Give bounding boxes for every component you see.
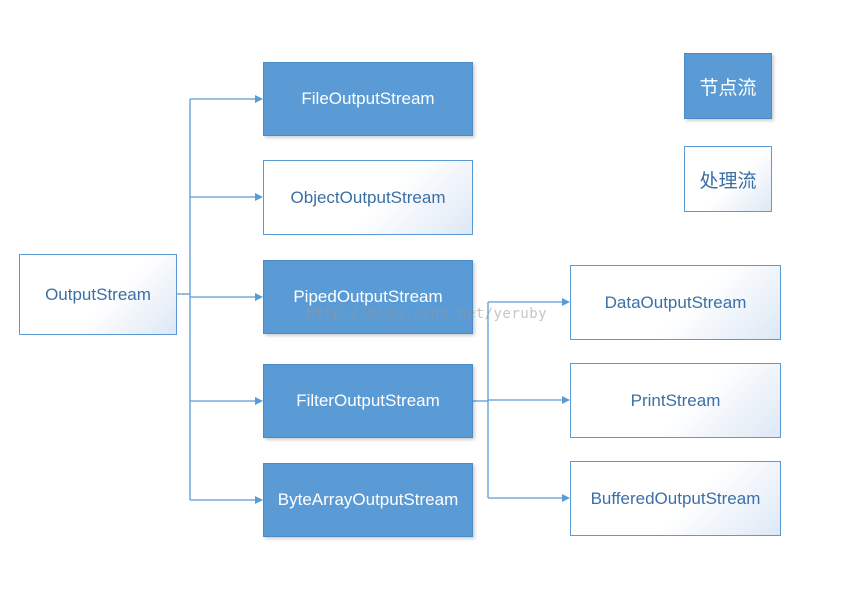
buffered-output-stream-label: BufferedOutputStream [590,488,761,508]
object-output-stream-box: ObjectOutputStream [263,160,473,235]
legend-processing-stream: 处理流 [684,146,772,212]
output-stream-box: OutputStream [19,254,177,335]
legend-processing-stream-label: 处理流 [699,170,757,192]
file-output-stream-box: FileOutputStream [263,62,473,136]
output-stream-label: OutputStream [45,284,151,304]
print-stream-label: PrintStream [630,390,721,410]
data-output-stream-label: DataOutputStream [604,292,747,312]
object-output-stream-label: ObjectOutputStream [290,187,446,207]
buffered-output-stream-box: BufferedOutputStream [570,461,781,536]
legend-node-stream: 节点流 [684,53,772,119]
piped-output-stream-label: PipedOutputStream [293,287,443,306]
legend-node-stream-label: 节点流 [699,77,757,99]
print-stream-box: PrintStream [570,363,781,438]
data-output-stream-box: DataOutputStream [570,265,781,340]
filter-output-stream-box: FilterOutputStream [263,364,473,438]
byte-array-output-stream-label: ByteArrayOutputStream [277,490,459,509]
file-output-stream-label: FileOutputStream [301,89,435,108]
watermark-text: http://blog.csdn.net/yeruby [306,306,548,322]
piped-output-stream-box: PipedOutputStream [263,260,473,334]
filter-output-stream-label: FilterOutputStream [296,391,440,410]
byte-array-output-stream-box: ByteArrayOutputStream [263,463,473,537]
